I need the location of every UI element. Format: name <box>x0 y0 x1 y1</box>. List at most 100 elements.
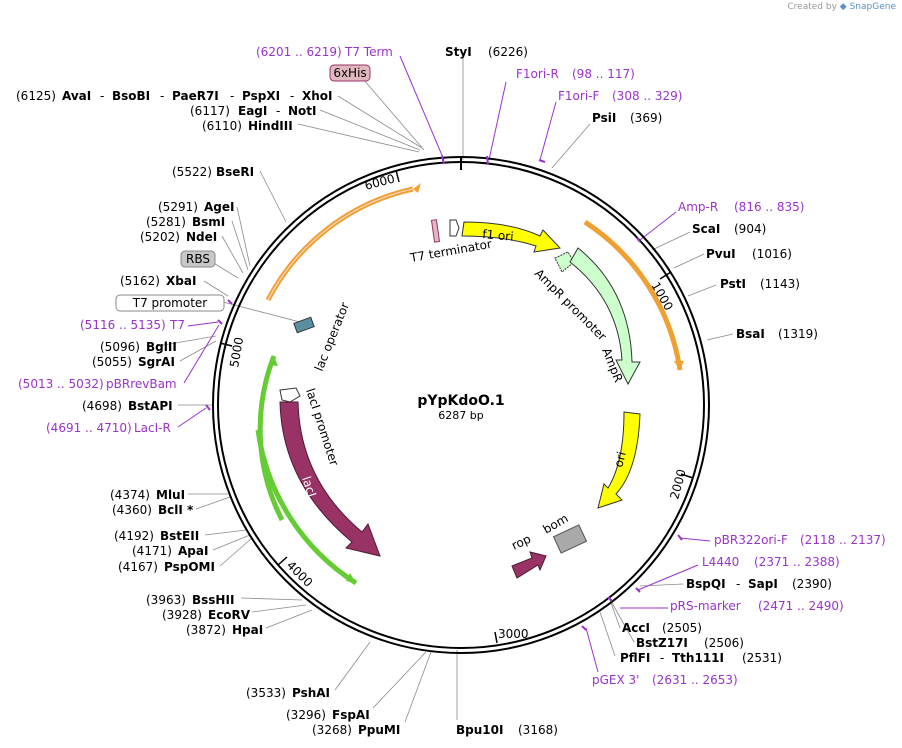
enzyme-apai: ApaI <box>178 544 208 558</box>
box-t7-promoter <box>115 294 225 312</box>
label-rbs: RBS <box>186 252 210 266</box>
enzyme-bstz17i-pos: (2506) <box>704 636 744 650</box>
primer-pgex-name: pGEX 3' <box>592 673 639 687</box>
enzyme-eagi: EagI <box>238 104 267 118</box>
enzyme-bcli: BclI * <box>158 503 194 517</box>
enzyme-pvui-pos: (1016) <box>752 247 792 261</box>
enzyme-hindiii: HindIII <box>248 119 293 133</box>
plasmid-length: 6287 bp <box>438 409 483 422</box>
enzyme-hindiii-pos: (6110) <box>202 119 242 133</box>
primer-laci-r-range: (4691 .. 4710) <box>46 421 132 435</box>
sep: - <box>230 89 234 103</box>
primer-t7-name: T7 <box>169 318 185 332</box>
enzyme-bsobi: BsoBI <box>112 89 150 103</box>
feature-ampr <box>569 247 641 386</box>
enzyme-fspai: FspAI <box>332 708 370 722</box>
enzyme-hpai-pos: (3872) <box>186 623 226 637</box>
credit-prefix: Created by <box>787 2 837 12</box>
primer-prs-range: (2471 .. 2490) <box>758 599 844 613</box>
enzyme-sgrai-pos: (5055) <box>92 355 132 369</box>
label-t7-terminator: T7 terminator <box>408 237 493 265</box>
snapgene-logo-icon: ◆ <box>839 2 847 12</box>
enzyme-ppumi: PpuMI <box>358 723 400 737</box>
primer-marks <box>205 155 683 631</box>
label-6xhis: 6xHis <box>333 66 366 80</box>
enzyme-pvui: PvuI <box>706 247 736 261</box>
orf-arrow-top-left <box>413 183 421 193</box>
orf-arc-green-outer <box>255 429 358 586</box>
enzyme-pspomi: PspOMI <box>164 560 215 574</box>
enzyme-psii-pos: (369) <box>630 111 662 125</box>
enzyme-bglii-pos: (5096) <box>100 340 140 354</box>
credit-brand: SnapGene <box>849 2 896 12</box>
primer-ampr-range: (816 .. 835) <box>734 200 804 214</box>
primer-t7term-name: T7 Term <box>344 45 393 59</box>
primer-f1orif-name: F1ori-F <box>558 89 599 103</box>
primer-l4440-range: (2371 .. 2388) <box>754 555 840 569</box>
box-6xhis <box>329 64 371 82</box>
label-f1-ori: f1 ori <box>482 227 514 244</box>
sep: - <box>276 104 280 118</box>
primer-f1orif-range: (308 .. 329) <box>612 89 682 103</box>
enzyme-mlui-pos: (4374) <box>110 488 150 502</box>
enzyme-pflfi-pos: (2531) <box>742 651 782 665</box>
primer-t7-range: (5116 .. 5135) <box>80 318 166 332</box>
feature-laci <box>279 401 381 557</box>
enzyme-pshai: PshAI <box>292 686 330 700</box>
enzyme-scai-pos: (904) <box>734 222 766 236</box>
enzyme-pspxi: PspXI <box>242 89 280 103</box>
enzyme-bspqi-pos: (2390) <box>792 577 832 591</box>
snapgene-credit: Created by ◆ SnapGene <box>787 2 896 12</box>
orf-arrow-green-inner <box>268 356 278 366</box>
enzyme-sgrai: SgrAI <box>138 355 175 369</box>
enzyme-ndei: NdeI <box>186 230 217 244</box>
primer-t7term-range: (6201 .. 6219) <box>256 45 342 59</box>
enzyme-styi: StyI <box>445 45 472 59</box>
enzyme-bcli-pos: (4360) <box>112 503 152 517</box>
ruler-ticks <box>219 169 694 644</box>
enzyme-xhoi: XhoI <box>302 89 333 103</box>
enzyme-bpu10i: Bpu10I <box>456 723 503 737</box>
enzyme-bseri-pos: (5522) <box>172 165 212 179</box>
label-ori: ori <box>611 450 629 469</box>
primer-ampr-name: Amp-R <box>678 200 718 214</box>
primer-laci-r-name: LacI-R <box>134 421 171 435</box>
enzyme-tth111i: Tth111I <box>672 651 724 665</box>
enzyme-bglii: BglII <box>146 340 177 354</box>
enzyme-fspai-pos: (3296) <box>286 708 326 722</box>
enzyme-acci: AccI <box>622 621 650 635</box>
enzyme-bsmi-pos: (5281) <box>146 215 186 229</box>
enzyme-bsteii: BstEII <box>160 529 199 543</box>
ruler-4000: 4000 <box>284 558 315 589</box>
primer-pgex-range: (2631 .. 2653) <box>652 673 738 687</box>
enzyme-psti: PstI <box>720 277 746 291</box>
feature-laci-promoter <box>279 387 301 403</box>
box-rbs <box>180 250 216 268</box>
primer-pbrrev-range: (5013 .. 5032) <box>18 377 104 391</box>
enzyme-bsteii-pos: (4192) <box>114 529 154 543</box>
enzyme-acci-pos: (2505) <box>662 621 702 635</box>
feature-bom <box>552 524 588 554</box>
feature-ori <box>597 411 641 509</box>
feature-rop <box>511 551 547 579</box>
enzyme-ppumi-pos: (3268) <box>312 723 352 737</box>
sep: - <box>100 89 104 103</box>
enzyme-bsai-pos: (1319) <box>778 327 818 341</box>
enzyme-bsmi: BsmI <box>192 215 225 229</box>
enzyme-bstz17i: BstZ17I <box>636 636 688 650</box>
primer-l4440-name: L4440 <box>702 555 739 569</box>
enzyme-pshai-pos: (3533) <box>246 686 286 700</box>
primer-lines <box>177 55 711 673</box>
enzyme-psii: PsiI <box>592 111 616 125</box>
enzyme-paer7i: PaeR7I <box>172 89 219 103</box>
enzyme-bsai: BsaI <box>736 327 765 341</box>
enzyme-bspqi: BspQI <box>686 577 726 591</box>
primer-pbrrev-name: pBRrevBam <box>106 377 177 391</box>
enzyme-apai-pos: (4171) <box>132 544 172 558</box>
enzyme-bpu10i-pos: (3168) <box>518 723 558 737</box>
label-lac-operator: lac operator <box>312 300 352 373</box>
sep: - <box>736 577 740 591</box>
sep: - <box>160 89 164 103</box>
enzyme-ndei-pos: (5202) <box>140 230 180 244</box>
